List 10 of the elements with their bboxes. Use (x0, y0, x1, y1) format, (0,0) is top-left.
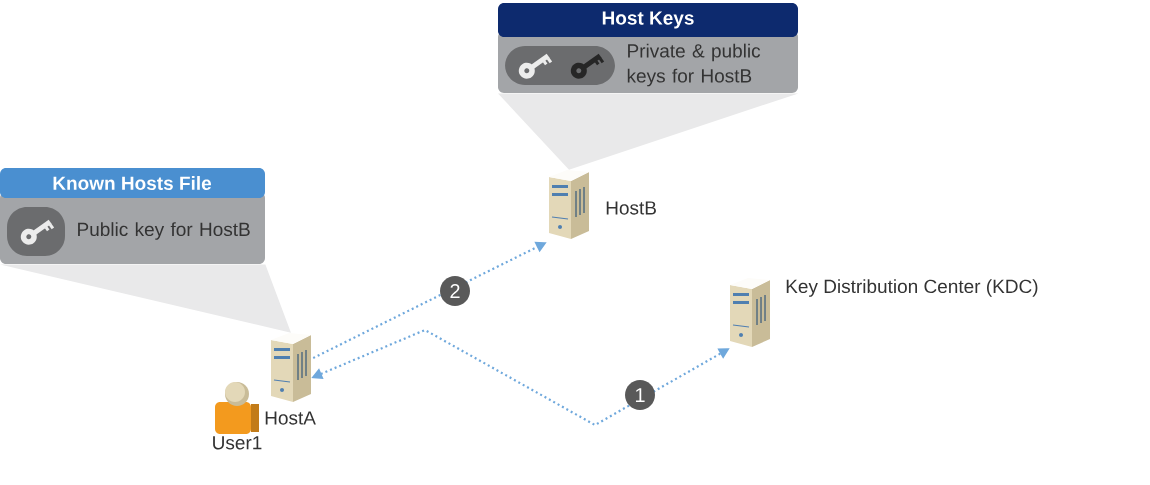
step-badge: 2 (440, 276, 470, 306)
server-label: HostA (265, 411, 316, 425)
callout-beam (498, 93, 799, 170)
server-label: Key Distribution Center (KDC) (786, 279, 1038, 297)
step-badge: 1 (625, 380, 655, 410)
person-label: User1 (213, 436, 262, 450)
callout-beam (0, 264, 291, 333)
server-label: HostB (606, 201, 656, 215)
callout-text: Private & public keys for HostB (627, 43, 761, 87)
callout-text: Public key for HostB (78, 222, 250, 240)
